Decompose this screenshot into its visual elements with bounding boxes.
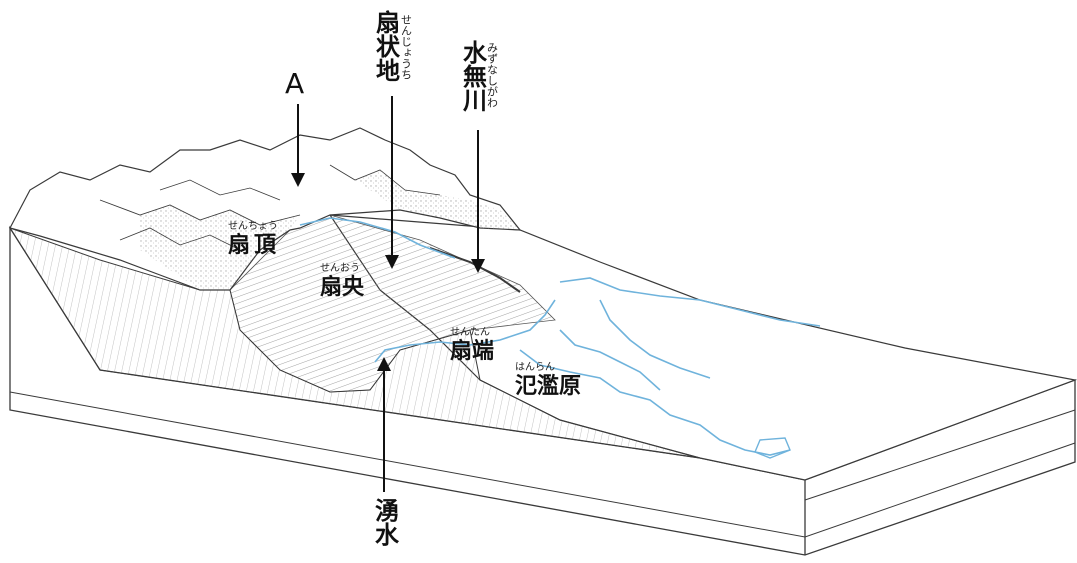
ruby-mizunashigawa: みずなしがわ — [485, 42, 499, 108]
label-a: A — [285, 67, 305, 100]
label-hanrangen: 氾濫原 — [515, 374, 582, 399]
label-yusui: 湧水 — [370, 498, 399, 546]
label-senchou: 扇頂 — [228, 233, 281, 258]
label-mizunashigawa: 水無川 — [458, 40, 487, 112]
pond — [754, 437, 791, 459]
ruby-sentan: せんたん — [450, 327, 490, 338]
ruby-senou: せんおう — [320, 263, 360, 274]
dry-riverbed — [429, 247, 521, 293]
arrows — [291, 96, 485, 492]
mountain-shading — [140, 205, 300, 290]
label-senou: 扇央 — [320, 275, 365, 300]
label-sentan: 扇端 — [450, 339, 495, 364]
label-senjochi: 扇状地 — [371, 10, 400, 82]
ruby-hanrangen: はんらん — [515, 362, 555, 373]
rivers — [299, 217, 821, 456]
ruby-senchou: せんちょう — [228, 221, 278, 232]
ruby-senjochi: せんじょうち — [399, 14, 413, 80]
